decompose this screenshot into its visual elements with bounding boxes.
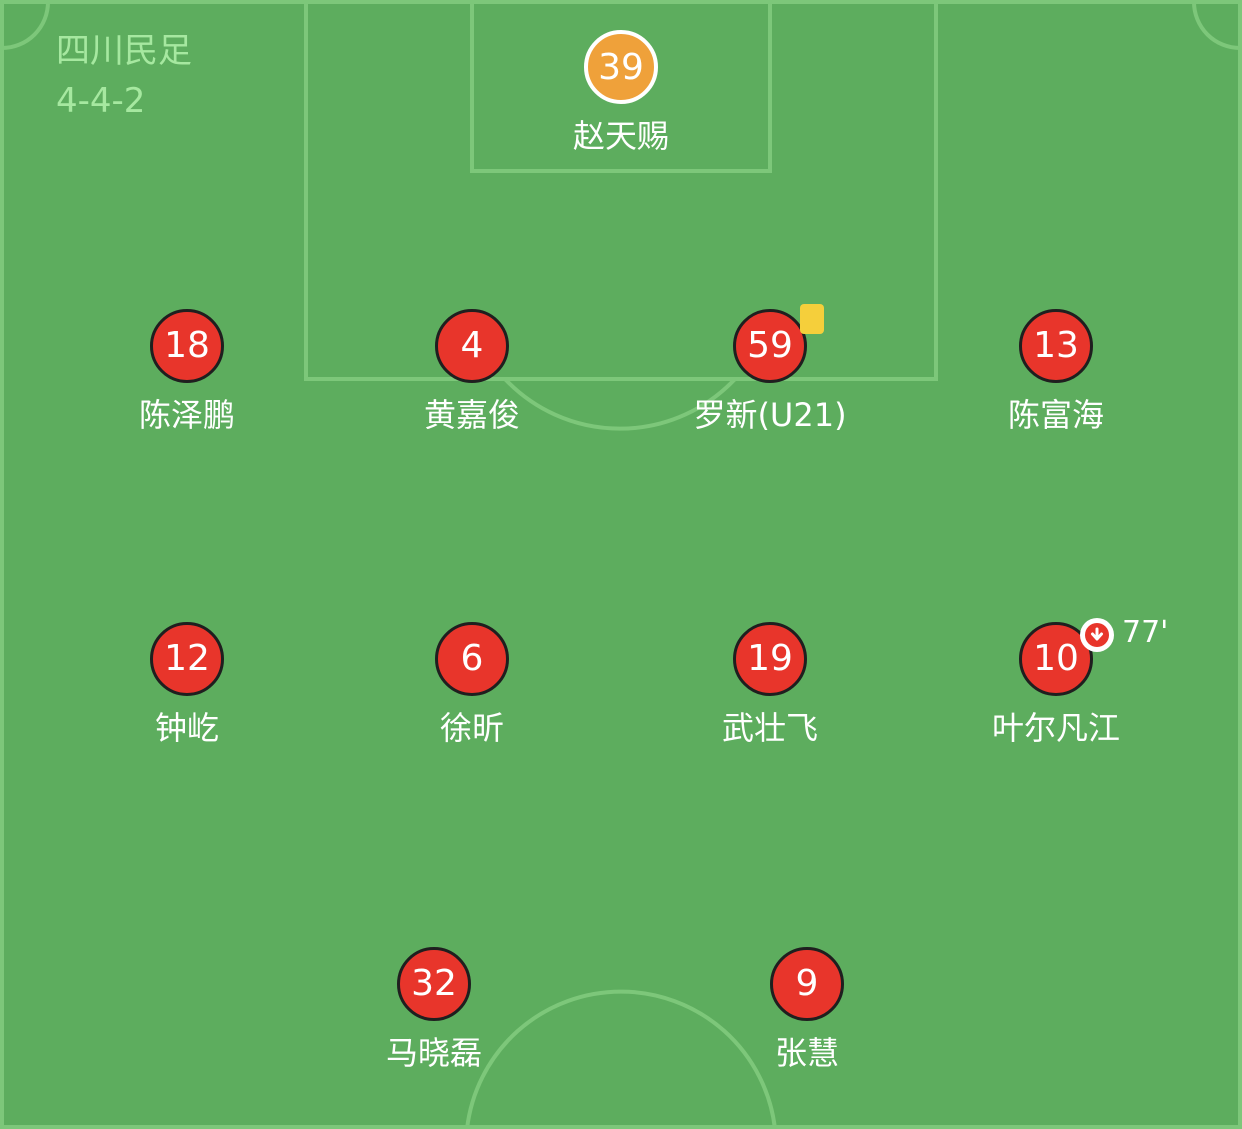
player-name: 陈富海 xyxy=(1007,396,1104,434)
substitution-minute: 77' xyxy=(1122,615,1169,650)
corner-arc-right xyxy=(1192,1,1241,50)
player-name: 徐昕 xyxy=(439,709,504,747)
jersey-number: 6 xyxy=(460,638,484,679)
jersey-number-badge: 18 xyxy=(150,309,224,383)
penalty-box xyxy=(304,0,938,381)
goal-area xyxy=(470,0,772,173)
player-name: 赵天赐 xyxy=(572,117,669,155)
jersey-number: 12 xyxy=(164,638,210,679)
player-defender-2[interactable]: 4 黄嘉俊 xyxy=(352,309,592,437)
jersey-number-badge: 13 xyxy=(1019,309,1093,383)
player-name: 罗新(U21) xyxy=(693,396,847,434)
player-midfielder-3[interactable]: 19 武壮飞 xyxy=(650,622,890,750)
player-midfielder-1[interactable]: 12 钟屹 xyxy=(67,622,307,750)
player-forward-2[interactable]: 9 张慧 xyxy=(687,947,927,1075)
jersey-number: 18 xyxy=(164,325,210,366)
player-name: 黄嘉俊 xyxy=(423,396,520,434)
jersey-number-badge: 10 77' xyxy=(1019,615,1168,696)
jersey-number: 39 xyxy=(598,47,644,88)
jersey-number: 9 xyxy=(795,963,819,1004)
jersey-number-badge: 9 xyxy=(770,947,844,1021)
jersey-number-badge: 4 xyxy=(435,309,509,383)
player-name: 马晓磊 xyxy=(385,1034,482,1072)
jersey-number: 59 xyxy=(747,325,793,366)
arrow-down-circle-icon xyxy=(1080,618,1114,652)
jersey-number-badge: 59 xyxy=(733,304,824,383)
jersey-number-badge: 32 xyxy=(397,947,471,1021)
jersey-number: 4 xyxy=(460,325,484,366)
player-midfielder-4[interactable]: 10 77' 叶尔凡江 xyxy=(936,615,1176,750)
center-circle xyxy=(465,989,777,1129)
jersey-number: 10 xyxy=(1033,638,1079,679)
team-info: 四川民足 4-4-2 xyxy=(56,26,192,126)
player-goalkeeper[interactable]: 39 赵天赐 xyxy=(501,30,741,158)
jersey-number-badge: 39 xyxy=(584,30,658,104)
jersey-number-badge: 19 xyxy=(733,622,807,696)
player-name: 陈泽鹏 xyxy=(138,396,235,434)
team-name: 四川民足 xyxy=(56,31,192,71)
player-name: 叶尔凡江 xyxy=(991,709,1120,747)
player-defender-1[interactable]: 18 陈泽鹏 xyxy=(67,309,307,437)
jersey-number: 32 xyxy=(411,963,457,1004)
player-midfielder-2[interactable]: 6 徐昕 xyxy=(352,622,592,750)
player-name: 张慧 xyxy=(774,1034,839,1072)
corner-arc-left xyxy=(1,1,50,50)
player-forward-1[interactable]: 32 马晓磊 xyxy=(314,947,554,1075)
player-name: 钟屹 xyxy=(154,709,219,747)
penalty-arc xyxy=(503,377,737,431)
jersey-number: 13 xyxy=(1033,325,1079,366)
jersey-number-badge: 6 xyxy=(435,622,509,696)
player-defender-4[interactable]: 13 陈富海 xyxy=(936,309,1176,437)
jersey-number: 19 xyxy=(747,638,793,679)
player-name: 武壮飞 xyxy=(721,709,818,747)
team-formation: 4-4-2 xyxy=(56,81,146,121)
yellow-card-icon xyxy=(800,304,824,334)
arrow-down-icon xyxy=(1091,627,1103,641)
jersey-number-badge: 12 xyxy=(150,622,224,696)
player-defender-3[interactable]: 59 罗新(U21) xyxy=(650,304,890,437)
